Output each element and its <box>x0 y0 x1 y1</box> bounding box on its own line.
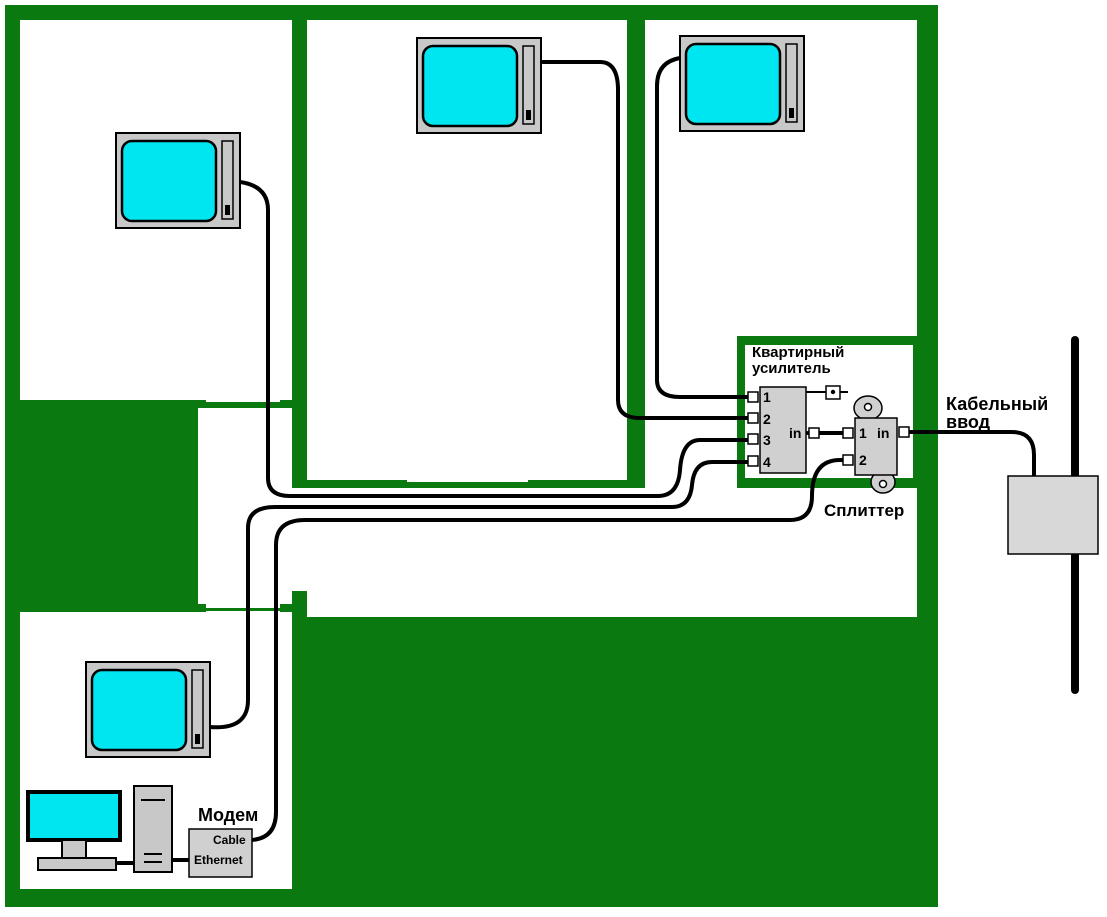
tv-button <box>526 110 531 120</box>
tv-screen <box>684 42 782 126</box>
tv-screen <box>421 44 519 128</box>
tv-button <box>195 734 200 744</box>
splitter-label: Сплиттер <box>824 501 905 520</box>
tv-screen <box>120 139 218 223</box>
wall-stub-center-bottom <box>280 604 307 612</box>
cable-tv1-to-port3 <box>238 180 752 498</box>
amp-port-label-1: 1 <box>763 389 771 405</box>
amp-port-label-3: 3 <box>763 432 771 448</box>
computer-monitor-stand <box>61 839 87 859</box>
splitter-port-label-2: 2 <box>859 452 867 468</box>
amp-in-label: in <box>789 425 802 441</box>
tv-button <box>225 205 230 215</box>
splitter-port-connector-1 <box>842 427 854 439</box>
computer-icon <box>26 785 173 873</box>
amplifier-body <box>759 386 807 474</box>
modem-label: Модем <box>198 805 259 825</box>
tv-icon <box>416 37 542 134</box>
amp-port-connector-3 <box>747 433 759 445</box>
tv-control-panel <box>191 669 204 749</box>
amplifier <box>747 386 820 474</box>
cable-tv2-to-port2 <box>541 60 752 420</box>
splitter-in-label: in <box>877 425 890 441</box>
amplifier-label-line2: усилитель <box>752 360 831 377</box>
splitter-in-connector <box>898 426 910 438</box>
splitter-top-hole <box>863 402 873 412</box>
tv-screen <box>90 668 188 752</box>
amp-port-label-2: 2 <box>763 411 771 427</box>
power-plug-dot <box>830 389 836 395</box>
splitter <box>842 395 910 494</box>
power-plug-icon <box>806 385 848 400</box>
wall-stub-center <box>280 400 292 408</box>
cables <box>116 56 1036 865</box>
amp-in-connector <box>808 427 820 439</box>
wall-segment-mid-right <box>528 480 645 488</box>
modem-cable-label: Cable <box>213 833 246 847</box>
splitter-port-label-1: 1 <box>859 425 867 441</box>
cable-tv3-to-port1 <box>655 56 752 399</box>
tv-control-panel <box>221 140 234 220</box>
computer-tower <box>133 785 173 873</box>
amplifier-label-line1: Квартирный <box>752 344 845 361</box>
modem-box <box>188 828 253 878</box>
tv-button <box>789 108 794 118</box>
wall-stub-left-top <box>20 400 206 408</box>
splitter-bottom-hole <box>878 479 888 489</box>
cable-modem-to-splitter2 <box>250 458 850 842</box>
wall-segment-mid-left <box>307 480 407 488</box>
tv-control-panel <box>522 45 535 125</box>
tv-icon <box>115 132 241 229</box>
computer-keyboard <box>37 857 117 871</box>
cable-entry-label-line2: ввод <box>946 412 991 432</box>
room-top-right-and-hall <box>292 20 917 617</box>
wall-stub-left-mid <box>192 408 198 608</box>
tv-icon <box>679 35 805 132</box>
splitter-port-connector-2 <box>842 454 854 466</box>
cable-entry-to-splitter-in <box>903 430 1036 478</box>
tv-control-panel <box>785 43 798 123</box>
wall-stub-left-bottom <box>20 604 206 612</box>
amp-port-connector-1 <box>747 391 759 403</box>
wall-details <box>20 20 645 612</box>
splitter-body <box>854 417 898 476</box>
cable-entry-box <box>1007 475 1099 555</box>
amp-port-label-4: 4 <box>763 454 771 470</box>
computer-monitor <box>26 790 122 842</box>
amp-port-connector-4 <box>747 455 759 467</box>
wall-vertical-right-room <box>627 20 645 480</box>
cable-entry-label-line1: Кабельный <box>946 394 1049 414</box>
modem-ethernet-label: Ethernet <box>194 853 243 867</box>
tv-icon <box>85 661 211 758</box>
cable-tv4-to-port4 <box>208 460 752 730</box>
amp-port-connector-2 <box>747 412 759 424</box>
